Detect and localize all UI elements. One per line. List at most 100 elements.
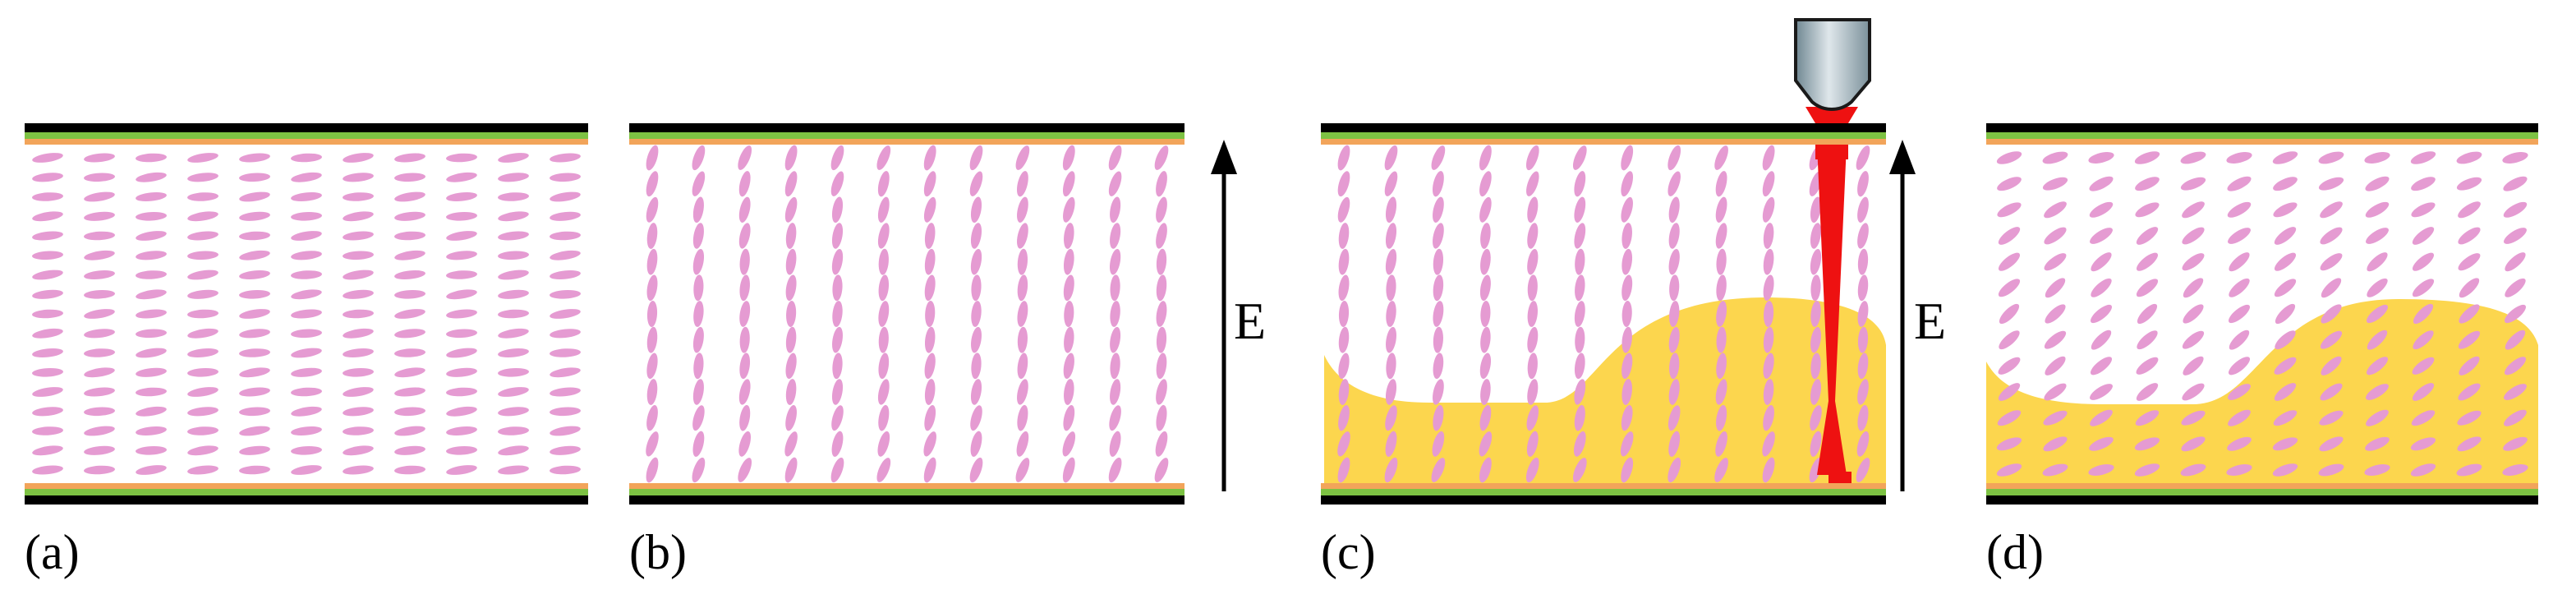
lc-molecule (1622, 248, 1633, 275)
lc-molecule (2136, 383, 2159, 401)
lc-molecule (1110, 352, 1120, 380)
lc-molecule (1668, 171, 1681, 196)
lc-molecule (84, 270, 115, 280)
lc-molecule (498, 328, 529, 339)
lc-molecule (446, 231, 477, 241)
lc-molecule (343, 445, 374, 456)
lc-molecule (2320, 201, 2343, 219)
lc-molecule (2091, 278, 2112, 297)
lc-molecule (2457, 436, 2482, 452)
lc-molecule (187, 348, 218, 358)
field-label: E (1914, 292, 1946, 350)
lc-molecule (1574, 352, 1585, 380)
lc-molecule (446, 212, 477, 221)
lc-molecule (924, 274, 936, 302)
lc-molecule (1810, 379, 1822, 405)
top-substrate (1986, 123, 2538, 145)
lc-molecule (32, 368, 63, 377)
lc-molecule (1062, 457, 1075, 483)
lc-molecule (84, 465, 115, 475)
lc-molecule (2504, 357, 2527, 376)
lc-molecule (692, 223, 704, 249)
lc-molecule (2411, 202, 2436, 218)
lc-molecule (446, 309, 477, 319)
lc-molecule (2275, 303, 2296, 325)
lc-molecule (394, 465, 426, 475)
lc-molecule (1433, 352, 1444, 380)
lc-molecule (693, 352, 704, 380)
lc-molecule (2367, 304, 2388, 324)
lc-molecule (2274, 279, 2297, 297)
lc-molecule (2456, 151, 2482, 164)
lc-molecule (291, 212, 322, 221)
lc-molecule (1620, 431, 1634, 457)
lc-molecule (291, 348, 322, 358)
lc-molecule (1715, 379, 1727, 405)
lc-molecule (550, 211, 581, 221)
lc-molecule (2136, 279, 2159, 297)
alignment-layer (1321, 483, 1886, 489)
lc-molecule (187, 309, 218, 319)
field-arrow-icon (1889, 140, 1916, 491)
lc-molecule (1064, 223, 1074, 249)
lc-molecule (291, 426, 322, 436)
lc-molecule (550, 426, 581, 436)
lc-molecule (1156, 352, 1167, 380)
lc-molecule (971, 301, 982, 327)
lc-molecule (646, 196, 659, 223)
lc-molecule (2413, 330, 2434, 350)
lc-molecule (2458, 383, 2481, 401)
lc-molecule (646, 405, 658, 431)
lc-molecule (1527, 379, 1539, 405)
bottom-substrate (1321, 483, 1886, 505)
lc-molecule (498, 407, 529, 417)
lc-molecule (550, 329, 581, 339)
lc-molecule (1763, 274, 1774, 302)
lc-molecule (446, 465, 477, 475)
lc-molecule (2502, 464, 2528, 476)
lc-molecule (446, 172, 477, 182)
lc-molecule (187, 426, 218, 435)
lc-molecule (2042, 177, 2068, 191)
lc-molecule (291, 446, 322, 455)
lc-molecule (1668, 196, 1680, 223)
lc-molecule (84, 309, 115, 319)
lc-molecule (291, 172, 322, 182)
lc-molecule (343, 173, 374, 182)
panel-label: (b) (629, 525, 687, 579)
lc-molecule (343, 387, 374, 397)
lc-molecule (692, 171, 706, 196)
lc-molecule (1433, 248, 1444, 275)
lc-molecule (550, 270, 581, 280)
lc-molecule (1433, 274, 1444, 302)
lc-molecule (1997, 202, 2022, 218)
lc-molecule (1622, 352, 1633, 380)
lc-molecule (1857, 352, 1869, 380)
lc-molecule (187, 465, 218, 475)
lc-molecule (1109, 405, 1121, 431)
glass-plate (1321, 123, 1886, 132)
lc-molecule (1063, 196, 1075, 223)
lc-molecule (1338, 405, 1350, 431)
lc-molecule (32, 153, 63, 163)
lc-molecule (291, 387, 322, 397)
lc-molecule (692, 196, 704, 223)
lc-molecule (1669, 301, 1680, 327)
lc-molecule (446, 367, 477, 377)
lc-molecule (2229, 329, 2250, 350)
lc-molecule (786, 301, 797, 327)
lc-molecule (1668, 248, 1680, 275)
lc-molecule (1110, 326, 1121, 353)
lc-molecule (831, 431, 844, 457)
lc-molecule (2226, 464, 2252, 476)
lc-molecule (832, 326, 843, 353)
panel-label: (a) (25, 525, 80, 579)
lc-molecule (1716, 274, 1727, 302)
lc-molecule (1857, 171, 1869, 197)
lc-molecule (1479, 405, 1492, 431)
lc-molecule (394, 270, 426, 280)
lc-molecule (1621, 405, 1633, 431)
lc-molecule (84, 173, 115, 182)
electrode-layer (629, 489, 1184, 495)
lc-molecule (692, 326, 704, 353)
